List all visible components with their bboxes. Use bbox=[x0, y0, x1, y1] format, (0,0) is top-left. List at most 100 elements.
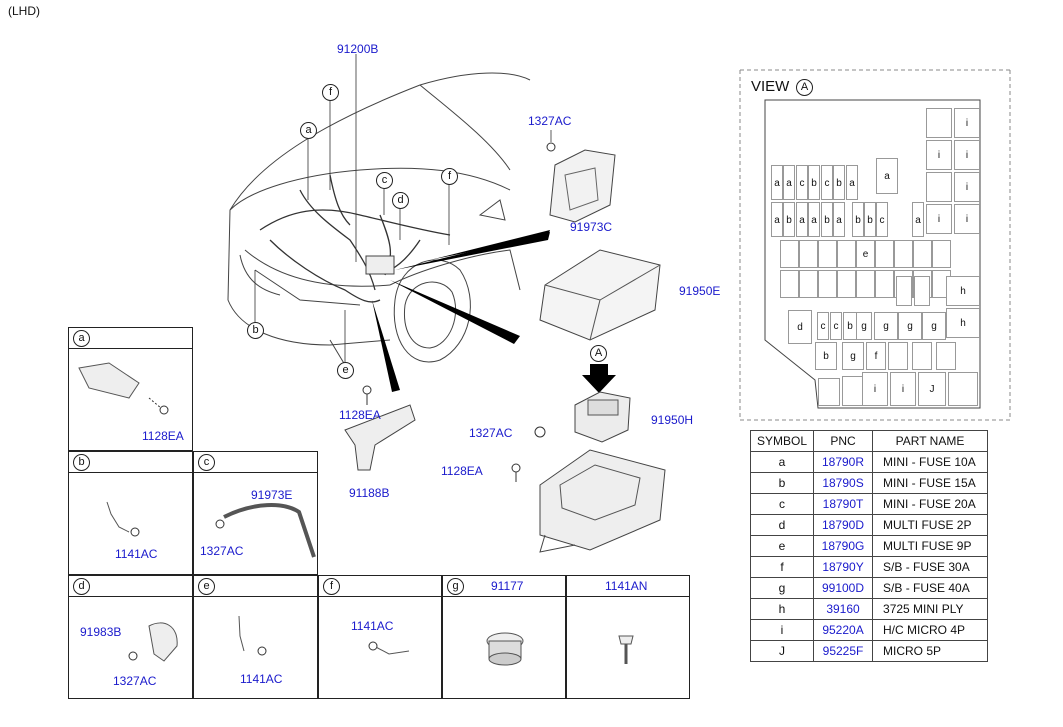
panel-c-letter: c bbox=[198, 454, 215, 471]
symbol-cell: i bbox=[749, 619, 815, 641]
pnc-cell[interactable]: 99100D bbox=[813, 577, 874, 599]
callout-jb-bolt[interactable]: 1128EA bbox=[441, 464, 483, 478]
panel-a-letter: a bbox=[73, 330, 90, 347]
panel-a-part[interactable]: 1128EA bbox=[142, 429, 184, 443]
fuse-slot: a bbox=[783, 165, 795, 200]
callout-junction-box-cover[interactable]: 91950E bbox=[679, 284, 721, 298]
fuse-slot: c bbox=[796, 165, 808, 200]
relay-slot: i bbox=[926, 204, 952, 234]
pnc-cell[interactable]: 18790R bbox=[813, 451, 874, 473]
fuse-slot: g bbox=[922, 312, 946, 340]
panel-c-part2[interactable]: 1327AC bbox=[200, 544, 244, 558]
multi-fuse-slot bbox=[799, 240, 818, 268]
relay-slot bbox=[926, 172, 952, 202]
fuse-slot: g bbox=[874, 312, 898, 340]
symbol-cell: g bbox=[749, 577, 815, 599]
multi-fuse-slot bbox=[837, 240, 856, 268]
relay-slot: i bbox=[926, 140, 952, 170]
fuse-slot: a bbox=[912, 202, 924, 237]
fuse-slot bbox=[912, 342, 932, 370]
relay-slot: J bbox=[918, 372, 946, 406]
col-pnc: PNC bbox=[813, 430, 874, 452]
pnc-cell[interactable]: 39160 bbox=[813, 598, 874, 620]
panel-e-part[interactable]: 1141AC bbox=[240, 672, 283, 686]
fuse-slot: a bbox=[771, 202, 783, 237]
detail-panel-g: g 91177 bbox=[442, 575, 566, 699]
multi-fuse-slot bbox=[818, 270, 837, 298]
fuse-slot: g bbox=[856, 312, 872, 340]
symbol-cell: a bbox=[749, 451, 815, 473]
marker-e: e bbox=[337, 362, 354, 379]
multi-fuse-slot bbox=[818, 240, 837, 268]
fuse-slot: a bbox=[808, 202, 820, 237]
relay-slot bbox=[948, 372, 978, 406]
relay-slot: i bbox=[862, 372, 888, 406]
detail-panel-e: e 1141AC bbox=[193, 575, 318, 699]
pnc-cell[interactable]: 18790S bbox=[813, 472, 874, 494]
fuse-slot: b bbox=[852, 202, 864, 237]
panel-d-part1[interactable]: 91983B bbox=[80, 625, 122, 639]
fuse-slot: c bbox=[821, 165, 833, 200]
symbol-cell: c bbox=[749, 493, 815, 515]
detail-panel-c: c 91973E 1327AC bbox=[193, 451, 318, 575]
multi-fuse-slot bbox=[913, 240, 932, 268]
col-part-name: PART NAME bbox=[872, 430, 989, 452]
panel-f-part[interactable]: 1141AC bbox=[351, 619, 394, 633]
relay-slot: i bbox=[954, 140, 980, 170]
panel-d-letter: d bbox=[73, 578, 90, 595]
part-name-cell: MICRO 5P bbox=[872, 640, 989, 662]
panel-e-letter: e bbox=[198, 578, 215, 595]
fuse-slot: b bbox=[821, 202, 833, 237]
pnc-cell[interactable]: 18790Y bbox=[813, 556, 874, 578]
callout-main-harness[interactable]: 91200B bbox=[337, 42, 379, 56]
detail-panel-a: a 1128EA bbox=[68, 327, 193, 451]
multi-fuse-slot bbox=[799, 270, 818, 298]
callout-bracket-bolt[interactable]: 1128EA bbox=[339, 408, 381, 422]
relay-slot bbox=[926, 108, 952, 138]
panel-g-header[interactable]: 91177 bbox=[491, 579, 524, 593]
callout-cover[interactable]: 91973C bbox=[570, 220, 613, 234]
callout-screw-top[interactable]: 1327AC bbox=[528, 114, 572, 128]
view-title-marker: A bbox=[796, 79, 813, 96]
fuse-slot: b bbox=[783, 202, 795, 237]
symbol-cell: b bbox=[749, 472, 815, 494]
fuse-slot: a bbox=[846, 165, 858, 200]
panel-h-header[interactable]: 1141AN bbox=[605, 579, 648, 593]
symbol-cell: h bbox=[749, 598, 815, 620]
fuse-slot: b bbox=[864, 202, 876, 237]
callout-bracket[interactable]: 91188B bbox=[349, 486, 390, 500]
panel-b-part[interactable]: 1141AC bbox=[115, 547, 158, 561]
multi-fuse-slot: e bbox=[856, 240, 875, 268]
callout-junction-box[interactable]: 91950H bbox=[651, 413, 694, 427]
fuse-slot: b bbox=[843, 312, 857, 340]
detail-panel-d: d 91983B 1327AC bbox=[68, 575, 193, 699]
marker-c: c bbox=[376, 172, 393, 189]
panel-c-part1[interactable]: 91973E bbox=[251, 488, 293, 502]
panel-f-letter: f bbox=[323, 578, 340, 595]
view-title: VIEW bbox=[751, 78, 790, 95]
callout-jb-screw[interactable]: 1327AC bbox=[469, 426, 513, 440]
relay-slot: i bbox=[954, 172, 980, 202]
pnc-cell[interactable]: 95220A bbox=[813, 619, 874, 641]
pnc-cell[interactable]: 95225F bbox=[813, 640, 874, 662]
fuse-slot: a bbox=[876, 158, 898, 194]
multi-fuse-slot bbox=[856, 270, 875, 298]
panel-b-letter: b bbox=[73, 454, 90, 471]
panel-d-part2[interactable]: 1327AC bbox=[113, 674, 157, 688]
fuse-slot: c bbox=[830, 312, 842, 340]
part-name-cell: MULTI FUSE 9P bbox=[872, 535, 989, 557]
multi-fuse-slot bbox=[875, 270, 894, 298]
fuse-slot: b bbox=[808, 165, 820, 200]
pnc-cell[interactable]: 18790T bbox=[813, 493, 874, 515]
relay-slot: h bbox=[946, 276, 980, 306]
pnc-cell[interactable]: 18790G bbox=[813, 535, 874, 557]
multi-fuse-slot: d bbox=[788, 310, 812, 344]
pnc-cell[interactable]: 18790D bbox=[813, 514, 874, 536]
